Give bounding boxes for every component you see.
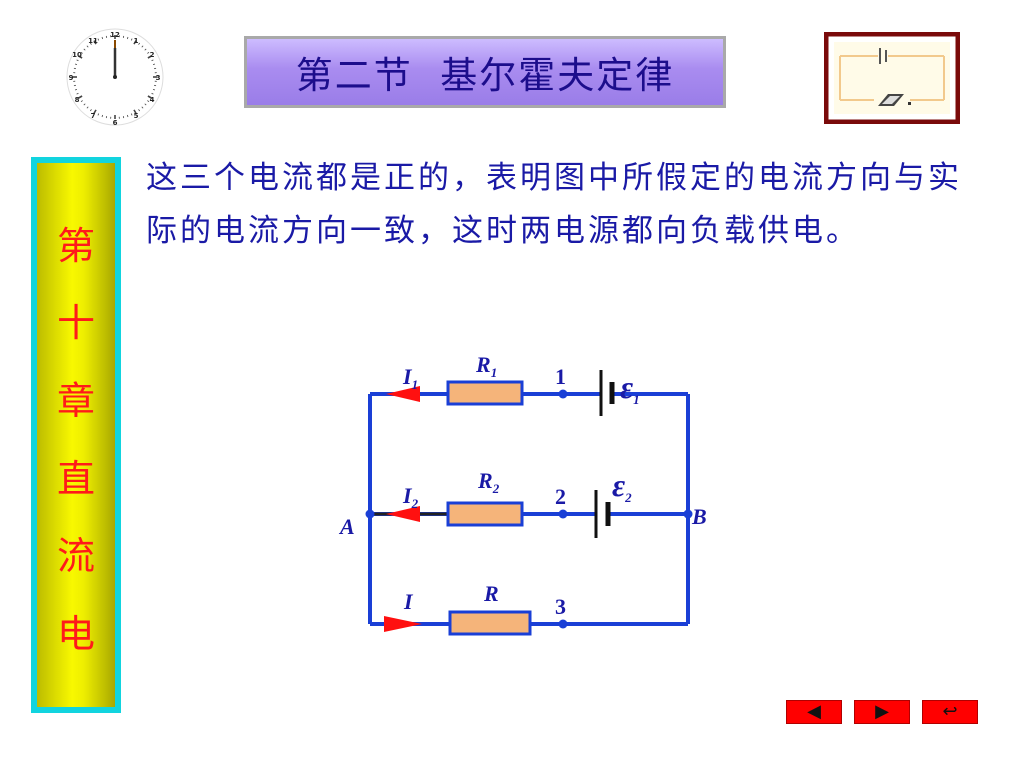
resistor-r1 (446, 380, 524, 406)
clock-number: 2 (150, 51, 155, 59)
clock-tick (147, 55, 152, 59)
triangle-right-icon: ▶ (875, 701, 889, 722)
clock-number: 6 (113, 119, 118, 127)
clock-tick (86, 45, 89, 48)
title-banner: 第二节 基尔霍夫定律 (244, 36, 726, 108)
clock-tick (76, 92, 79, 95)
clock-tick (151, 59, 154, 62)
label-i2: I2 (402, 483, 419, 511)
clock-number: 9 (69, 74, 74, 82)
label-point-1: 1 (555, 364, 566, 389)
clock-tick (76, 59, 79, 62)
chapter-char: 直 (56, 456, 95, 501)
label-i: I (403, 589, 414, 614)
clock-tick (97, 38, 100, 41)
label-r: R (483, 581, 499, 606)
clock-tick (126, 114, 129, 118)
next-slide-button[interactable]: ▶ (854, 700, 910, 724)
previous-slide-button[interactable]: ◀ (786, 700, 842, 724)
clock-tick (141, 45, 144, 48)
resistor-r2 (446, 501, 524, 527)
clock-number: 1 (134, 37, 139, 45)
clock-number: 4 (150, 96, 155, 104)
clock-tick (83, 48, 86, 51)
chapter-char: 电 (56, 612, 95, 657)
label-emf1: ε1 (620, 369, 640, 407)
chapter-char: 第 (56, 223, 95, 268)
label-point-2: 2 (555, 484, 566, 509)
clock-tick (97, 113, 100, 116)
clock-tick (151, 92, 154, 95)
return-button[interactable]: ↩ (922, 700, 978, 724)
clock-tick (141, 106, 144, 109)
current-arrow-i2 (386, 506, 420, 522)
clock-number: 7 (91, 112, 96, 120)
clock-tick (74, 88, 78, 91)
clock-tick (147, 51, 150, 54)
node-b-dot (683, 509, 693, 519)
chapter-char: 章 (56, 379, 95, 424)
body-paragraph: 这三个电流都是正的，表明图中所假定的电流方向与实际的电流方向一致，这时两电源都向… (146, 160, 962, 249)
point-2-dot (558, 509, 568, 519)
clock-tick (80, 100, 83, 103)
node-a-dot (365, 509, 375, 519)
clock-tick (83, 103, 86, 106)
clock-number: 12 (110, 31, 120, 39)
clock-tick (138, 42, 141, 45)
chapter-char: 十 (56, 301, 95, 346)
clock-tick (93, 40, 97, 45)
label-r1: R1 (475, 352, 497, 380)
clock-tick (101, 36, 104, 40)
clock-tick (80, 51, 83, 54)
circuit-thumbnail-icon (824, 32, 960, 124)
label-emf2: ε2 (612, 467, 632, 505)
clock-number: 11 (88, 37, 98, 45)
clock-tick (130, 38, 133, 41)
label-node-a: A (338, 514, 355, 539)
clock-tick (147, 100, 150, 103)
label-i1: I1 (402, 364, 418, 392)
clock-tick (133, 109, 137, 114)
label-r2: R2 (477, 468, 500, 496)
clock-tick (101, 114, 104, 118)
clock-icon: 12 1 2 3 4 5 6 7 8 9 10 11 (66, 28, 164, 127)
clock-tick (74, 63, 78, 66)
label-point-3: 3 (555, 594, 566, 619)
resistor-r (448, 610, 532, 636)
clock-number: 3 (156, 74, 161, 82)
clock-tick (144, 103, 147, 106)
return-arrow-icon: ↩ (942, 701, 958, 722)
clock-tick (130, 113, 133, 116)
clock-number: 8 (75, 96, 80, 104)
clock-tick (138, 109, 141, 112)
clock-tick (133, 40, 137, 45)
clock-tick (86, 106, 89, 109)
chapter-sidebar: 第 十 章 直 流 电 (31, 157, 121, 713)
clock-tick (89, 42, 92, 45)
clock-tick (144, 48, 147, 51)
point-3-dot (558, 619, 568, 629)
current-arrow-i (384, 616, 422, 632)
clock-tick (126, 36, 129, 40)
current-arrow-i1 (386, 386, 420, 402)
clock-number: 10 (72, 51, 82, 59)
label-node-b: B (691, 504, 707, 529)
clock-tick (89, 109, 92, 112)
clock-tick (152, 88, 156, 91)
clock-tick (152, 63, 156, 66)
point-1-dot (558, 389, 568, 399)
chapter-char: 流 (56, 534, 95, 579)
clock-tick (147, 95, 152, 99)
clock-tick (78, 55, 83, 59)
clock-tick (93, 109, 97, 114)
slide-title: 第二节 基尔霍夫定律 (295, 54, 675, 97)
triangle-left-icon: ◀ (807, 701, 821, 722)
clock-tick (78, 95, 83, 99)
clock-number: 5 (134, 112, 139, 120)
